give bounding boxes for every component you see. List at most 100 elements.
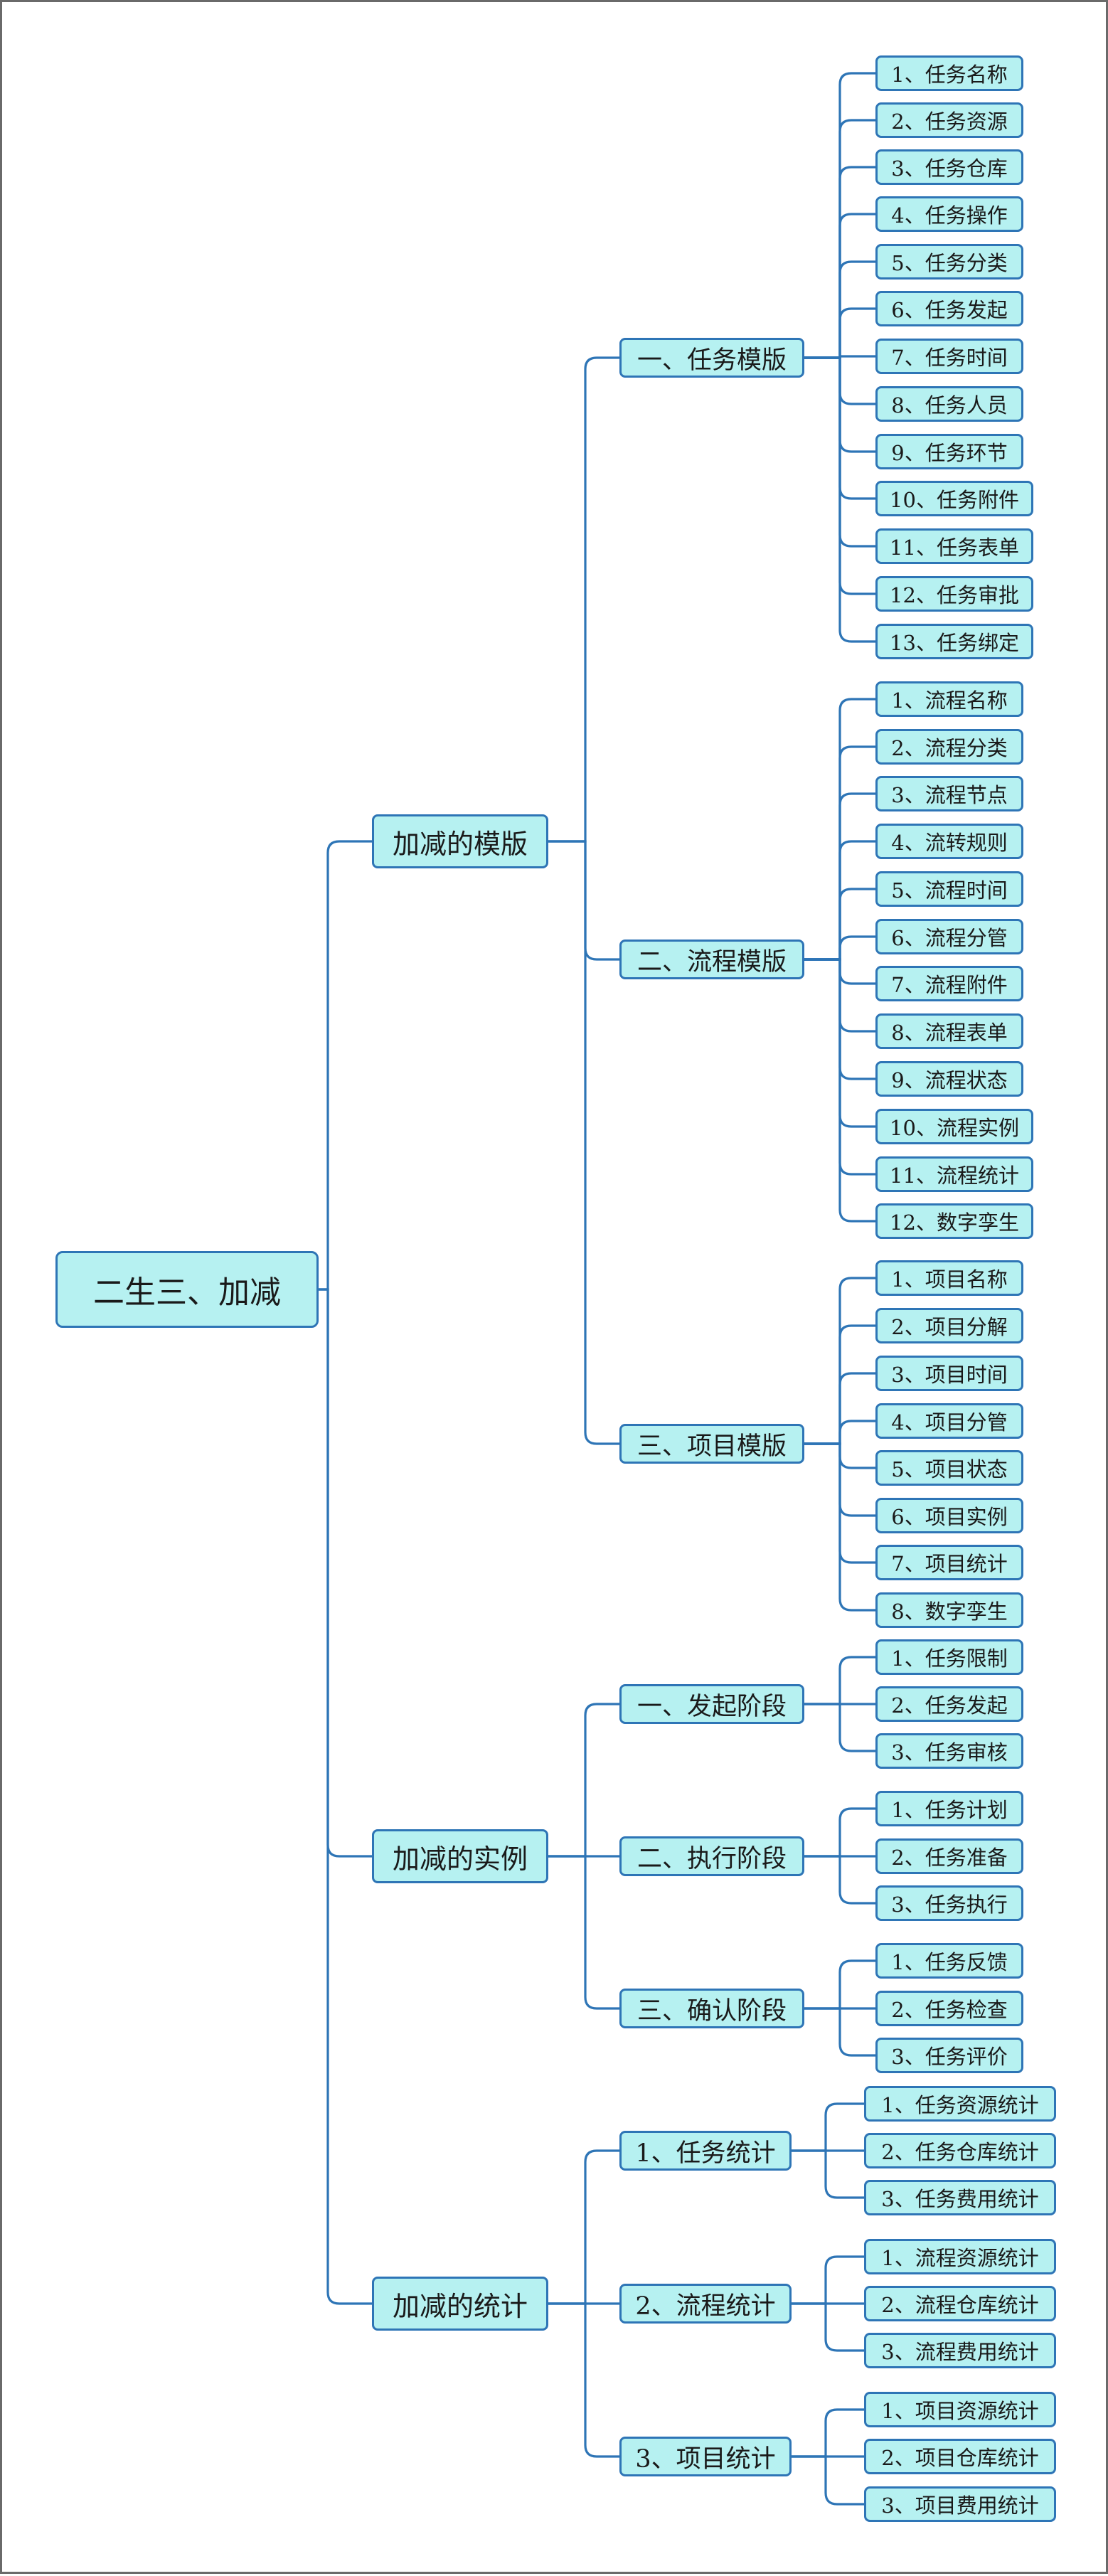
subbranch-node-3-3[interactable]: 3、项目统计 — [619, 2437, 792, 2476]
leaf-node-2-1-1[interactable]: 1、任务限制 — [875, 1639, 1023, 1675]
connector-2-1-1 — [804, 1656, 875, 1705]
connector-1-2-4 — [804, 840, 875, 961]
connector-2-3 — [548, 1855, 619, 2010]
leaf-node-1-2-9[interactable]: 9、流程状态 — [875, 1061, 1023, 1097]
leaf-node-1-1-8[interactable]: 8、任务人员 — [875, 386, 1023, 422]
leaf-node-3-2-3[interactable]: 3、流程费用统计 — [864, 2333, 1056, 2368]
connector-2-3-3 — [804, 2007, 875, 2057]
leaf-node-1-1-13[interactable]: 13、任务绑定 — [875, 624, 1033, 659]
leaf-node-3-2-2[interactable]: 2、流程仓库统计 — [864, 2286, 1056, 2321]
connector-1-3-4 — [804, 1420, 875, 1445]
leaf-node-2-1-2[interactable]: 2、任务发起 — [875, 1686, 1023, 1722]
subbranch-node-1-3[interactable]: 三、项目模版 — [619, 1424, 804, 1464]
branch-node-3[interactable]: 加减的统计 — [372, 2277, 548, 2331]
leaf-node-1-2-11[interactable]: 11、流程统计 — [875, 1156, 1033, 1192]
leaf-node-1-3-3[interactable]: 3、项目时间 — [875, 1356, 1023, 1391]
leaf-node-1-2-2[interactable]: 2、流程分类 — [875, 729, 1023, 765]
connector-2-2-1 — [804, 1807, 875, 1858]
connector-3-3-1 — [792, 2408, 864, 2458]
subbranch-node-3-2[interactable]: 2、流程统计 — [619, 2284, 792, 2324]
connector-1-2-3 — [804, 792, 875, 961]
connector-2-1-3 — [804, 1703, 875, 1752]
root-node[interactable]: 二生三、加减 — [55, 1251, 319, 1328]
leaf-node-2-3-2[interactable]: 2、任务检查 — [875, 1991, 1023, 2026]
leaf-node-1-2-3[interactable]: 3、流程节点 — [875, 776, 1023, 811]
leaf-node-1-3-4[interactable]: 4、项目分管 — [875, 1403, 1023, 1439]
leaf-node-1-2-6[interactable]: 6、流程分管 — [875, 919, 1023, 954]
connector-1-1-3 — [804, 166, 875, 359]
leaf-node-2-1-3[interactable]: 3、任务审核 — [875, 1733, 1023, 1769]
connector-1-3-1 — [804, 1277, 875, 1445]
connector-1-1-2 — [804, 119, 875, 359]
leaf-node-3-1-3[interactable]: 3、任务费用统计 — [864, 2180, 1056, 2215]
connector-3-1-1 — [792, 2102, 864, 2152]
leaf-node-1-1-12[interactable]: 12、任务审批 — [875, 576, 1033, 612]
leaf-node-3-3-2[interactable]: 2、项目仓库统计 — [864, 2439, 1056, 2474]
leaf-node-2-3-3[interactable]: 3、任务评价 — [875, 2038, 1023, 2073]
leaf-node-1-3-8[interactable]: 8、数字孪生 — [875, 1592, 1023, 1628]
subbranch-node-2-1[interactable]: 一、发起阶段 — [619, 1684, 804, 1724]
connector-1-2 — [548, 840, 619, 961]
connector-1-2-12 — [804, 958, 875, 1223]
leaf-node-2-2-1[interactable]: 1、任务计划 — [875, 1791, 1023, 1826]
leaf-node-1-3-6[interactable]: 6、项目实例 — [875, 1498, 1023, 1533]
subbranch-node-1-1[interactable]: 一、任务模版 — [619, 338, 804, 378]
leaf-node-1-2-5[interactable]: 5、流程时间 — [875, 871, 1023, 907]
connector-1-3-2 — [804, 1324, 875, 1445]
connector-1-2-5 — [804, 888, 875, 961]
connector-1-3 — [548, 840, 619, 1445]
connector-3-2-1 — [792, 2255, 864, 2305]
leaf-node-1-3-1[interactable]: 1、项目名称 — [875, 1260, 1023, 1296]
leaf-node-1-2-1[interactable]: 1、流程名称 — [875, 681, 1023, 717]
leaf-node-3-2-1[interactable]: 1、流程资源统计 — [864, 2239, 1056, 2274]
leaf-node-1-1-6[interactable]: 6、任务发起 — [875, 291, 1023, 326]
leaf-node-1-2-10[interactable]: 10、流程实例 — [875, 1109, 1033, 1144]
leaf-node-1-2-8[interactable]: 8、流程表单 — [875, 1013, 1023, 1049]
connector-1-1-5 — [804, 260, 875, 359]
connector-root-3 — [319, 1288, 372, 2305]
leaf-node-1-2-4[interactable]: 4、流转规则 — [875, 824, 1023, 859]
subbranch-node-2-2[interactable]: 二、执行阶段 — [619, 1836, 804, 1876]
connector-1-3-3 — [804, 1372, 875, 1445]
leaf-node-1-2-12[interactable]: 12、数字孪生 — [875, 1203, 1033, 1239]
leaf-node-1-3-5[interactable]: 5、项目状态 — [875, 1450, 1023, 1486]
connector-1-2-2 — [804, 745, 875, 961]
connector-2-2-3 — [804, 1855, 875, 1905]
leaf-node-1-3-7[interactable]: 7、项目统计 — [875, 1545, 1023, 1580]
leaf-node-1-1-2[interactable]: 2、任务资源 — [875, 102, 1023, 138]
leaf-node-3-3-1[interactable]: 1、项目资源统计 — [864, 2392, 1056, 2427]
leaf-node-1-1-7[interactable]: 7、任务时间 — [875, 339, 1023, 374]
leaf-node-3-1-2[interactable]: 2、任务仓库统计 — [864, 2133, 1056, 2168]
connector-root-1 — [319, 840, 372, 1291]
leaf-node-1-1-11[interactable]: 11、任务表单 — [875, 528, 1033, 564]
subbranch-node-3-1[interactable]: 1、任务统计 — [619, 2131, 792, 2171]
subbranch-node-1-2[interactable]: 二、流程模版 — [619, 940, 804, 979]
leaf-node-1-2-7[interactable]: 7、流程附件 — [875, 966, 1023, 1001]
connector-1-1-6 — [804, 307, 875, 359]
leaf-node-1-1-10[interactable]: 10、任务附件 — [875, 481, 1033, 516]
connector-3-1-3 — [792, 2149, 864, 2199]
connector-3-3 — [548, 2302, 619, 2458]
connector-2-1 — [548, 1703, 619, 1858]
connector-3-3-3 — [792, 2455, 864, 2506]
leaf-node-2-3-1[interactable]: 1、任务反馈 — [875, 1943, 1023, 1979]
leaf-node-1-1-4[interactable]: 4、任务操作 — [875, 196, 1023, 232]
leaf-node-2-2-3[interactable]: 3、任务执行 — [875, 1885, 1023, 1921]
leaf-node-1-3-2[interactable]: 2、项目分解 — [875, 1308, 1023, 1343]
connector-1-3-8 — [804, 1442, 875, 1612]
leaf-node-3-1-1[interactable]: 1、任务资源统计 — [864, 2086, 1056, 2122]
leaf-node-3-3-3[interactable]: 3、项目费用统计 — [864, 2486, 1056, 2522]
leaf-node-2-2-2[interactable]: 2、任务准备 — [875, 1838, 1023, 1874]
subbranch-node-2-3[interactable]: 三、确认阶段 — [619, 1989, 804, 2028]
leaf-node-1-1-9[interactable]: 9、任务环节 — [875, 434, 1023, 469]
branch-node-1[interactable]: 加减的模版 — [372, 814, 548, 868]
leaf-node-1-1-5[interactable]: 5、任务分类 — [875, 244, 1023, 280]
branch-node-2[interactable]: 加减的实例 — [372, 1829, 548, 1883]
connector-3-1 — [548, 2149, 619, 2305]
leaf-node-1-1-1[interactable]: 1、任务名称 — [875, 55, 1023, 91]
connector-1-1 — [548, 356, 619, 843]
connector-root-2 — [319, 1288, 372, 1858]
leaf-node-1-1-3[interactable]: 3、任务仓库 — [875, 149, 1023, 185]
